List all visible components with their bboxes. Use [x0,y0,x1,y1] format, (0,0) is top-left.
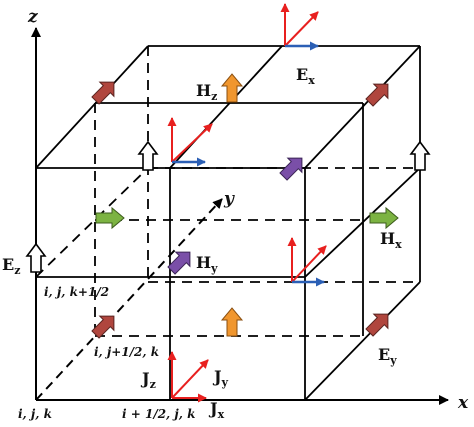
hz-arrow-top [220,73,244,103]
index-i-half: i + 1/2, j, k [122,407,195,421]
svg-text:Ez: Ez [2,255,20,277]
index-ijk: i, j, k [18,407,52,421]
label-hx: Hx [380,229,402,251]
y-axis [35,198,223,401]
axis-y-label: y [223,189,235,209]
axes [31,27,449,405]
ey-arrow-bottom-left [91,315,115,339]
hx-arrow-right [369,206,399,230]
label-hy: Hy [196,253,218,275]
cube-solid-edges [35,45,421,401]
ez-arrow-right-high [409,140,431,171]
index-j-half: i, j+1/2, k [94,345,159,359]
svg-text:Ey: Ey [378,345,397,367]
triad-bottom-J [167,351,209,403]
label-ex: Ex [296,65,315,87]
index-k-half: i, j, k+1/2 [44,285,109,299]
hx-arrow-left [95,206,125,230]
ez-arrow-left-high [137,140,159,171]
cube-hidden-edges [35,46,420,337]
hy-arrow-left [167,251,191,275]
label-ey: Ey [378,345,397,367]
ey-arrow-top-right [365,83,389,107]
svg-text:Hx: Hx [380,229,402,251]
hz-arrow-bottom [220,307,244,337]
svg-text:Hz: Hz [196,81,217,103]
svg-text:Jz: Jz [140,369,156,391]
hy-arrow-center [279,157,303,181]
triad-mid-lower [287,237,327,287]
ey-arrow-top-left [91,81,115,105]
svg-text:Jx: Jx [208,399,225,421]
triad-mid-upper [167,117,213,167]
label-jy: Jy [212,367,229,389]
ey-arrow-bottom-right [365,313,389,337]
label-jz: Jz [140,369,156,391]
svg-text:Ex: Ex [296,65,315,87]
ez-arrow-left-low [25,242,47,273]
axis-x-label: x [457,393,469,413]
triad-top [280,3,319,51]
label-ez: Ez [2,255,20,277]
svg-text:Hy: Hy [196,253,218,275]
label-hz: Hz [196,81,217,103]
svg-text:Jy: Jy [212,367,229,389]
label-jx: Jx [208,399,225,421]
axis-z-label: z [27,7,38,27]
